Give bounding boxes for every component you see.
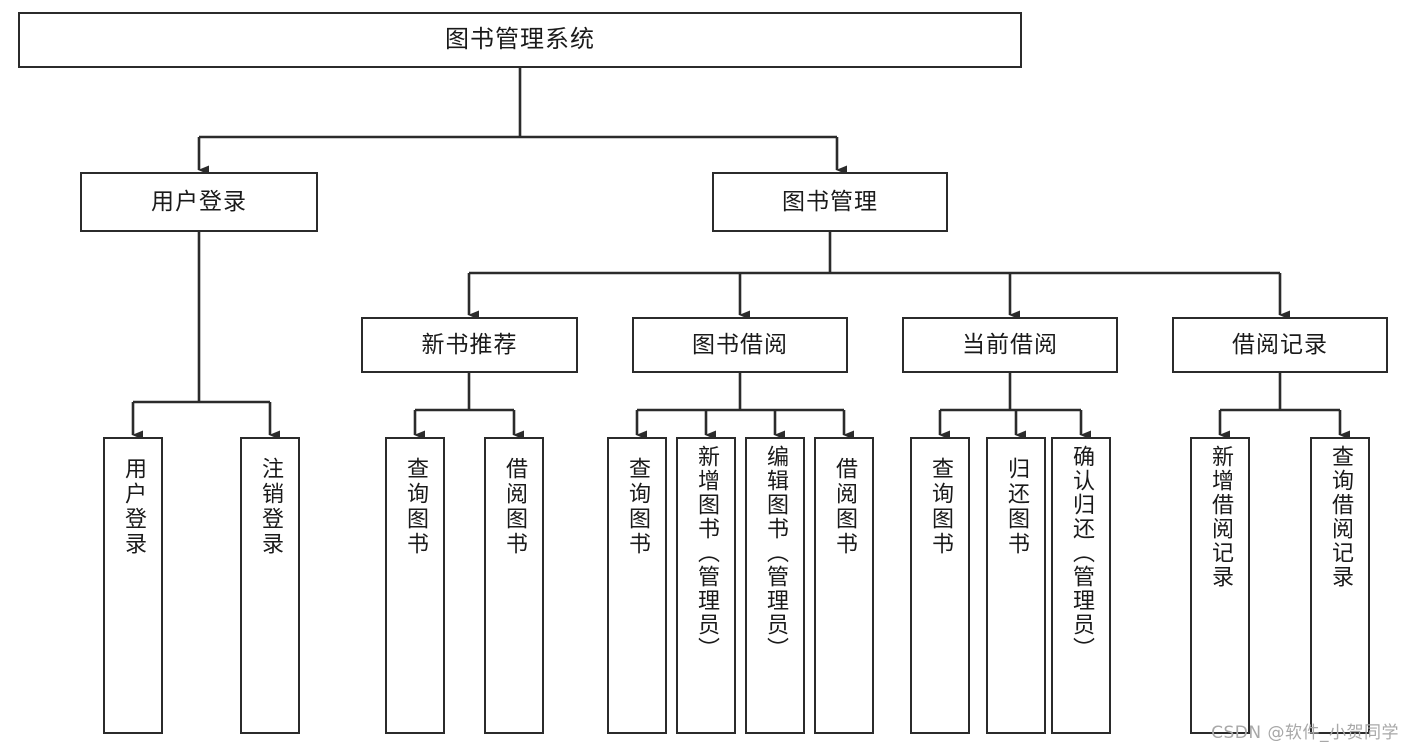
node-leaf-borrow-book[interactable]: 借阅图书 [814, 437, 874, 734]
edge-group-new-book-rec [413, 373, 524, 440]
node-label: 新增借阅记录 [1208, 445, 1233, 589]
node-label: 当前借阅 [962, 331, 1058, 358]
edge-group-book-borrow [635, 373, 854, 440]
node-label: 新书推荐 [421, 331, 518, 358]
edge-group-current-borrow [938, 373, 1091, 440]
node-label: 确认归还（管理员） [1069, 445, 1094, 661]
node-label: 归还图书 [1004, 457, 1029, 557]
node-label: 查询图书 [625, 457, 650, 557]
node-label: 借阅图书 [502, 457, 527, 557]
node-label: 查询图书 [403, 457, 428, 557]
node-leaf-add-borrow-record[interactable]: 新增借阅记录 [1190, 437, 1250, 734]
node-label: 用户登录 [121, 457, 146, 557]
csdn-watermark: CSDN @软件_小贺同学 [1211, 723, 1399, 743]
node-leaf-query-book-borrow[interactable]: 查询图书 [607, 437, 667, 734]
node-label: 注销登录 [258, 457, 283, 557]
node-leaf-confirm-return-admin[interactable]: 确认归还（管理员） [1051, 437, 1111, 734]
node-user-login[interactable]: 用户登录 [80, 172, 318, 232]
node-leaf-add-book-admin[interactable]: 新增图书（管理员） [676, 437, 736, 734]
node-label: 编辑图书（管理员） [763, 445, 788, 661]
node-leaf-query-borrow-record[interactable]: 查询借阅记录 [1310, 437, 1370, 734]
node-root-system[interactable]: 图书管理系统 [18, 12, 1022, 68]
node-label: 图书借阅 [692, 331, 788, 358]
node-current-borrow[interactable]: 当前借阅 [902, 317, 1118, 373]
edge-group-book-manage [467, 232, 1290, 320]
node-label: 借阅记录 [1232, 331, 1328, 358]
node-leaf-query-book-recommend[interactable]: 查询图书 [385, 437, 445, 734]
node-leaf-edit-book-admin[interactable]: 编辑图书（管理员） [745, 437, 805, 734]
node-leaf-borrow-book-recommend[interactable]: 借阅图书 [484, 437, 544, 734]
edge-group-borrow-record [1218, 373, 1350, 440]
node-label: 用户登录 [151, 188, 247, 215]
node-book-manage[interactable]: 图书管理 [712, 172, 948, 232]
node-label: 图书管理系统 [445, 25, 595, 54]
node-book-borrow[interactable]: 图书借阅 [632, 317, 848, 373]
node-label: 查询图书 [928, 457, 953, 557]
node-label: 图书管理 [782, 188, 878, 215]
node-leaf-query-book-current[interactable]: 查询图书 [910, 437, 970, 734]
node-label: 借阅图书 [832, 457, 857, 557]
node-leaf-return-book[interactable]: 归还图书 [986, 437, 1046, 734]
edge-group-root [197, 68, 847, 175]
edge-group-user-login [131, 232, 280, 440]
node-leaf-logout[interactable]: 注销登录 [240, 437, 300, 734]
node-label: 查询借阅记录 [1328, 445, 1353, 589]
node-new-book-recommend[interactable]: 新书推荐 [361, 317, 578, 373]
node-leaf-user-login[interactable]: 用户登录 [103, 437, 163, 734]
node-borrow-record[interactable]: 借阅记录 [1172, 317, 1388, 373]
node-label: 新增图书（管理员） [694, 445, 719, 661]
